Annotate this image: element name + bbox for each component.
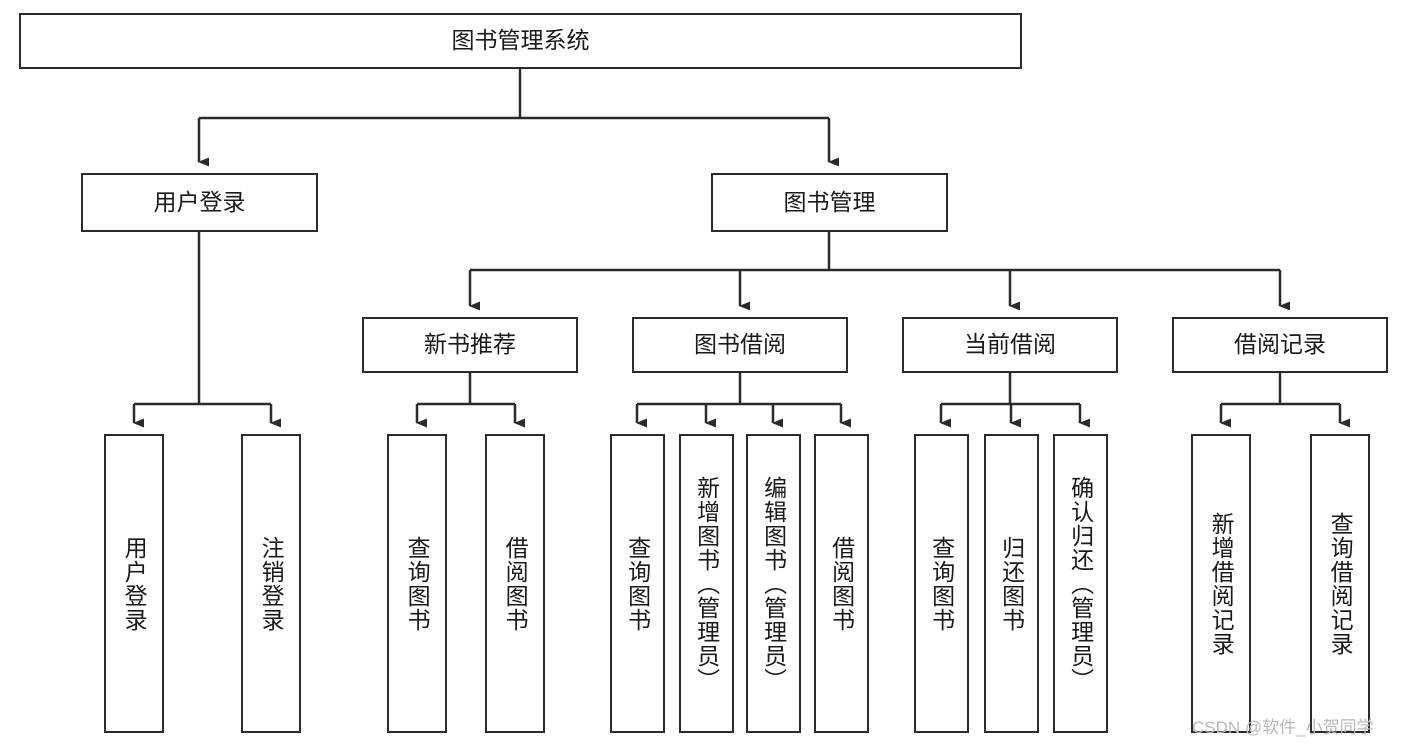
node-label: 图书借阅: [694, 331, 786, 358]
node-l3-edit-book[interactable]: 编辑图书（管理员）: [746, 434, 801, 733]
node-l3-borrow-book-b[interactable]: 借阅图书: [814, 434, 869, 733]
node-label: 借阅图书: [828, 535, 855, 632]
node-label: 当前借阅: [964, 331, 1056, 358]
node-l3-query-book-c[interactable]: 查询图书: [914, 434, 969, 733]
node-l2-records[interactable]: 借阅记录: [1172, 317, 1388, 373]
node-label: 借阅图书: [502, 535, 529, 632]
node-label: 借阅记录: [1234, 331, 1326, 358]
node-l3-return-book[interactable]: 归还图书: [984, 434, 1039, 733]
node-l2-current[interactable]: 当前借阅: [902, 317, 1118, 373]
node-l2-newbook[interactable]: 新书推荐: [362, 317, 578, 373]
node-label: 新增图书（管理员）: [693, 475, 720, 692]
node-label: 新增借阅记录: [1208, 511, 1235, 656]
node-label: 归还图书: [998, 535, 1025, 632]
node-l3-query-book-b[interactable]: 查询图书: [610, 434, 665, 733]
node-label: 查询图书: [928, 535, 955, 632]
node-l3-query-record[interactable]: 查询借阅记录: [1310, 434, 1370, 733]
node-l3-add-book[interactable]: 新增图书（管理员）: [679, 434, 734, 733]
node-l3-logout[interactable]: 注销登录: [241, 434, 301, 733]
node-label: 查询借阅记录: [1327, 511, 1354, 656]
node-l3-add-record[interactable]: 新增借阅记录: [1191, 434, 1251, 733]
node-label: 编辑图书（管理员）: [760, 475, 787, 692]
node-label: 用户登录: [153, 188, 246, 215]
node-l2-borrow[interactable]: 图书借阅: [632, 317, 848, 373]
node-root[interactable]: 图书管理系统: [19, 13, 1022, 69]
node-l3-query-book-new[interactable]: 查询图书: [387, 434, 447, 733]
node-label: 确认归还（管理员）: [1067, 475, 1094, 692]
node-label: 图书管理系统: [451, 27, 590, 54]
node-l3-confirm-return[interactable]: 确认归还（管理员）: [1053, 434, 1108, 733]
node-label: 查询图书: [624, 535, 651, 632]
node-l1-book-mgmt[interactable]: 图书管理: [711, 173, 948, 232]
node-l3-borrow-book-new[interactable]: 借阅图书: [485, 434, 545, 733]
node-label: 注销登录: [258, 535, 285, 632]
node-label: 查询图书: [404, 535, 431, 632]
node-l1-login[interactable]: 用户登录: [81, 173, 318, 232]
node-label: 用户登录: [121, 535, 148, 632]
node-label: 新书推荐: [424, 331, 516, 358]
node-l3-user-login[interactable]: 用户登录: [104, 434, 164, 733]
connector-arrow-group: [132, 118, 1350, 428]
connector-bus-group: [134, 69, 1340, 406]
node-label: 图书管理: [783, 188, 876, 215]
